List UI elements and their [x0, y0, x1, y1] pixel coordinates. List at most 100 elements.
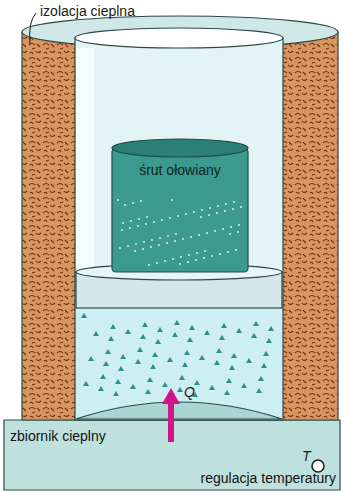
gas-molecule [167, 357, 173, 362]
gas-molecule [177, 387, 183, 392]
shot-pellet [146, 216, 148, 218]
gas-molecule [266, 338, 272, 343]
shot-pellet [138, 218, 140, 220]
shot-pellet [230, 226, 232, 228]
shot-pellet [240, 206, 242, 208]
shot-pellet [117, 199, 119, 201]
gas-molecule [103, 361, 109, 366]
shot-pellet [227, 251, 229, 253]
cylinder-bore [75, 38, 283, 420]
shot-pellet [214, 230, 216, 232]
shot-pellet [158, 244, 160, 246]
gas-molecule [216, 348, 222, 353]
gas-molecule [187, 337, 193, 342]
gas-molecule [83, 381, 89, 386]
shot-pellet [143, 241, 145, 243]
gas-molecule [88, 356, 94, 361]
node-title: śrut ołowiany [118, 162, 242, 178]
shot-pellet [233, 201, 235, 203]
gas-molecule [135, 359, 141, 364]
gas-molecule [130, 384, 136, 389]
shot-pellet [161, 219, 163, 221]
shot-pellet [167, 235, 169, 237]
gas-molecule [118, 366, 124, 371]
shot-pellet [156, 262, 158, 264]
gas-molecule [263, 351, 269, 356]
gas-molecule [105, 349, 111, 354]
gas-molecule [226, 378, 232, 383]
temperature-symbol: T [302, 448, 311, 464]
shot-pellet [127, 245, 129, 247]
gas-molecule [236, 328, 242, 333]
gas-molecule [261, 363, 267, 368]
shot-pellet [119, 247, 121, 249]
insulation-top [22, 16, 338, 48]
gas-molecule [204, 330, 210, 335]
gas-molecules [81, 313, 274, 397]
shot-pellet [201, 209, 203, 211]
heat-arrow [168, 402, 174, 442]
shot-pellet [179, 263, 181, 265]
shot-pellet [188, 254, 190, 256]
heat-arrowhead [162, 388, 180, 404]
shot-pellet [130, 220, 132, 222]
shot-pellet [169, 217, 171, 219]
shot-pellet [129, 227, 131, 229]
shot-pellet [209, 207, 211, 209]
node-title: zbiornik cieplny [10, 428, 106, 444]
gas [76, 308, 282, 419]
shot-pellet [204, 250, 206, 252]
insulation-wall [22, 32, 338, 420]
shot-pellet [121, 229, 123, 231]
gas-molecule [182, 362, 188, 367]
lead-shot-container [112, 148, 248, 272]
shot-pellet [235, 249, 237, 251]
gas-molecule [142, 322, 148, 327]
shot-pellet [200, 216, 202, 218]
gas-molecule [147, 377, 153, 382]
shot-pellet [153, 221, 155, 223]
cylinder-highlight [76, 48, 94, 268]
shot-pellet [135, 243, 137, 245]
shot-pellet [229, 233, 231, 235]
lead-shot [117, 199, 242, 266]
gas-molecule [189, 325, 195, 330]
gas-molecule [258, 376, 264, 381]
shot-pellet [219, 253, 221, 255]
shot-pellet [187, 261, 189, 263]
shot-pellet [159, 237, 161, 239]
gas-molecule [209, 385, 215, 390]
cylinder-mouth [75, 28, 283, 48]
shot-pellet [211, 255, 213, 257]
shot-pellet [216, 212, 218, 214]
shot-pellet [196, 252, 198, 254]
shot-pellet [224, 210, 226, 212]
gas-molecule [152, 352, 158, 357]
shot-pellet [140, 200, 142, 202]
leader-line [30, 13, 36, 44]
shot-pellet [198, 234, 200, 236]
gas-molecule [221, 323, 227, 328]
gas-molecule [251, 333, 257, 338]
shot-pellet [134, 250, 136, 252]
part-label: izolacja cieplna [40, 3, 135, 19]
lead-shot-top [112, 139, 248, 157]
gas-molecule [115, 379, 121, 384]
gas-molecule [256, 388, 262, 393]
shot-pellet [182, 238, 184, 240]
shot-pellet [122, 222, 124, 224]
gas-molecule [241, 383, 247, 388]
gas-molecule [157, 327, 163, 332]
gas-molecule [268, 326, 274, 331]
shot-pellet [177, 215, 179, 217]
shot-pellet [195, 259, 197, 261]
shot-pellet [217, 205, 219, 207]
gas-molecule [137, 347, 143, 352]
gas-molecule [100, 374, 106, 379]
gas-molecule [155, 339, 161, 344]
gas-molecule [120, 354, 126, 359]
shot-pellet [172, 258, 174, 260]
gas-molecule [140, 334, 146, 339]
